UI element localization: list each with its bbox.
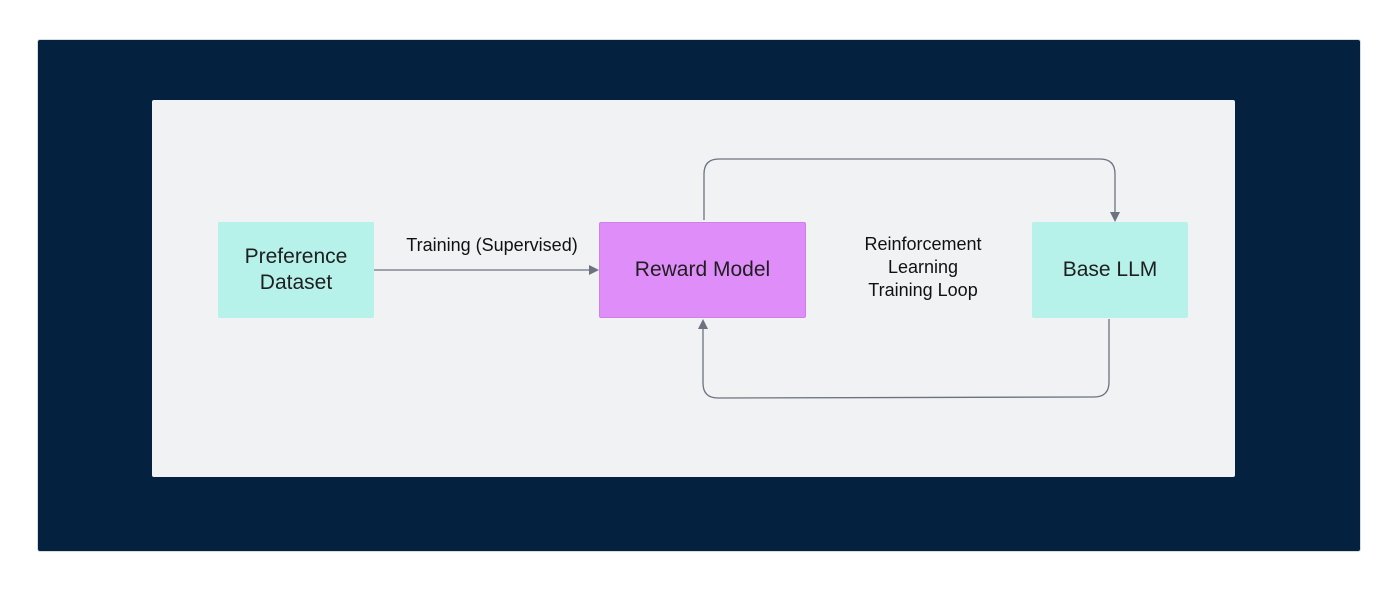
edge-label-rl-loop-line1: Reinforcement bbox=[864, 234, 982, 254]
edge-label-training-supervised: Training (Supervised) bbox=[406, 235, 578, 255]
edge-label-rl-loop: Reinforcement Learning Training Loop bbox=[843, 233, 1003, 302]
arrowhead-icon bbox=[1110, 212, 1120, 222]
edge-label-rl-loop-line3: Training Loop bbox=[868, 280, 978, 300]
node-preference-dataset: Preference Dataset bbox=[218, 222, 374, 318]
node-preference-dataset-line2: Dataset bbox=[259, 271, 333, 294]
edge-reward-to-llm bbox=[703, 158, 1120, 222]
node-base-llm-label: Base LLM bbox=[1062, 258, 1158, 281]
edge-llm-to-reward bbox=[698, 319, 1110, 399]
node-reward-model: Reward Model bbox=[599, 222, 806, 318]
arrowhead-icon bbox=[589, 265, 599, 275]
edge-label-rl-loop-line2: Learning bbox=[887, 257, 959, 277]
arrowhead-icon bbox=[698, 319, 708, 329]
edge-training-supervised bbox=[374, 265, 599, 275]
node-base-llm: Base LLM bbox=[1032, 222, 1188, 318]
node-reward-model-label: Reward Model bbox=[634, 258, 771, 281]
node-preference-dataset-line1: Preference bbox=[244, 245, 348, 268]
